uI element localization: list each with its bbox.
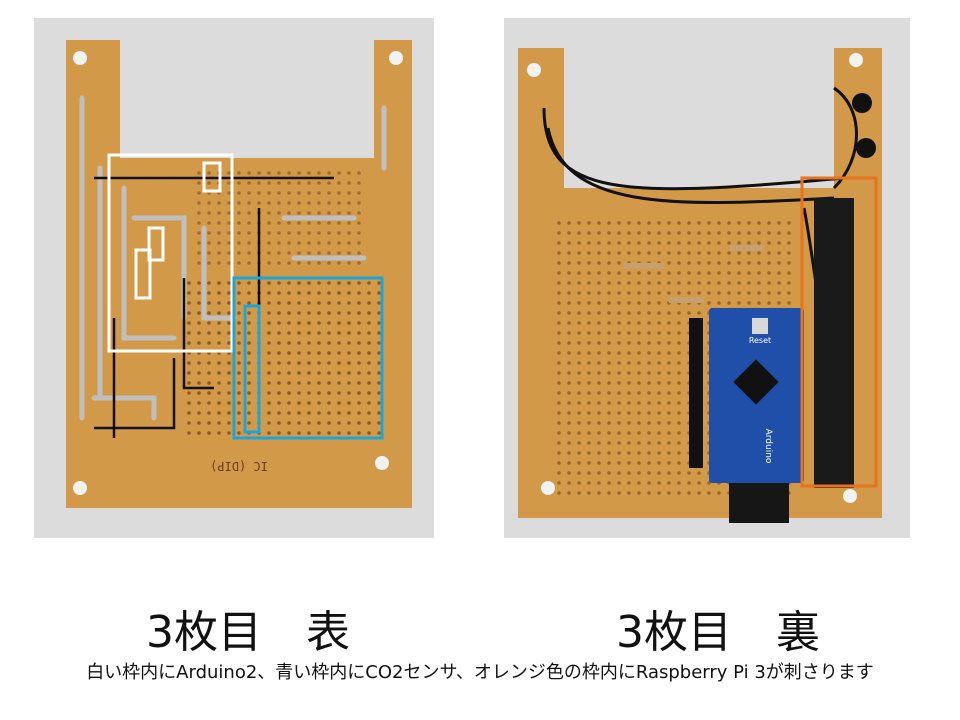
orange-frame bbox=[800, 176, 878, 488]
board-front-image: IC (DIP) bbox=[66, 40, 412, 508]
board-silkscreen-label: IC (DIP) bbox=[210, 459, 268, 473]
svg-text:Reset: Reset bbox=[749, 336, 771, 345]
title-front: 3枚目 表 bbox=[146, 607, 350, 658]
svg-text:Arduino: Arduino bbox=[763, 429, 773, 464]
white-frame bbox=[107, 153, 234, 353]
blue-frame bbox=[232, 276, 384, 440]
title-back: 3枚目 裏 bbox=[616, 607, 820, 658]
board-back-image: Reset Arduino bbox=[518, 48, 882, 523]
board-back-photo: Reset Arduino bbox=[504, 18, 910, 538]
board-front-photo: IC (DIP) bbox=[34, 18, 434, 538]
caption-text: 白い枠内にArduino2、青い枠内にCO2センサ、オレンジ色の枠内にRaspb… bbox=[86, 662, 874, 683]
